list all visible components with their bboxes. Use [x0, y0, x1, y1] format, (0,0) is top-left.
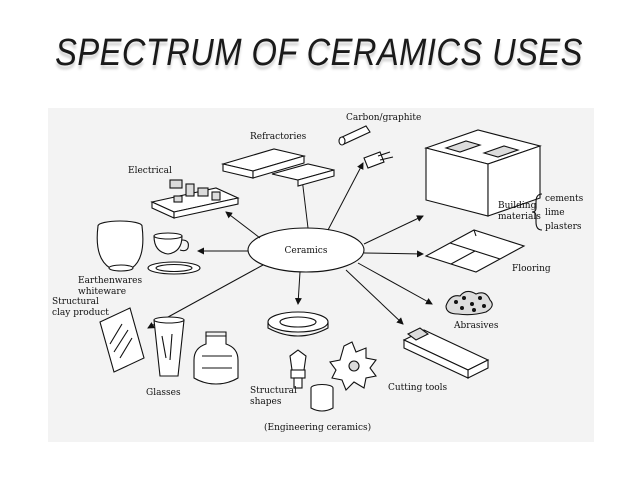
- building-brace: [531, 193, 543, 231]
- ceramics-diagram-svg: Ceramics Carbon/graphite Refractories El…: [52, 113, 584, 433]
- label-structural-shapes-1: Structural: [250, 386, 297, 396]
- label-structural-shapes-2: shapes: [250, 397, 282, 407]
- label-lime: lime: [545, 208, 565, 218]
- label-earthenwares-2: whiteware: [78, 287, 126, 297]
- structural-shapes-icon: [267, 311, 377, 412]
- label-electrical: Electrical: [128, 166, 172, 176]
- center-label: Ceramics: [285, 246, 328, 256]
- center-ellipse: [247, 227, 365, 273]
- ceramics-diagram: Ceramics Carbon/graphite Refractories El…: [48, 108, 594, 442]
- flooring-icon: [424, 229, 526, 273]
- label-glasses: Glasses: [146, 388, 181, 398]
- cutting-tool-icon: [402, 327, 490, 379]
- label-earthenwares-1: Earthenwares: [78, 276, 142, 286]
- label-cements: cements: [545, 194, 584, 204]
- carbon-graphite-icon: [338, 125, 394, 169]
- label-abrasives: Abrasives: [453, 321, 499, 331]
- abrasives-icon: [445, 290, 493, 316]
- refractories-icon: [220, 148, 335, 187]
- label-building-1: Building: [498, 201, 537, 211]
- label-flooring: Flooring: [512, 264, 551, 274]
- label-plasters: plasters: [545, 222, 582, 232]
- label-structural-clay-1: Structural: [52, 297, 99, 307]
- label-engineering: (Engineering ceramics): [264, 422, 371, 433]
- concrete-block-icon: [424, 129, 542, 217]
- label-building-2: materials: [498, 212, 541, 222]
- label-carbon: Carbon/graphite: [346, 113, 421, 123]
- label-structural-clay-2: clay product: [52, 308, 109, 318]
- earthenware-icon: [96, 220, 201, 275]
- slide-title: SPECTRUM OF CERAMICS USES: [55, 32, 583, 74]
- electrical-icon: [150, 179, 240, 219]
- label-refractories: Refractories: [250, 132, 307, 142]
- label-cutting-tools: Cutting tools: [388, 383, 448, 393]
- glasses-icon: [99, 307, 239, 385]
